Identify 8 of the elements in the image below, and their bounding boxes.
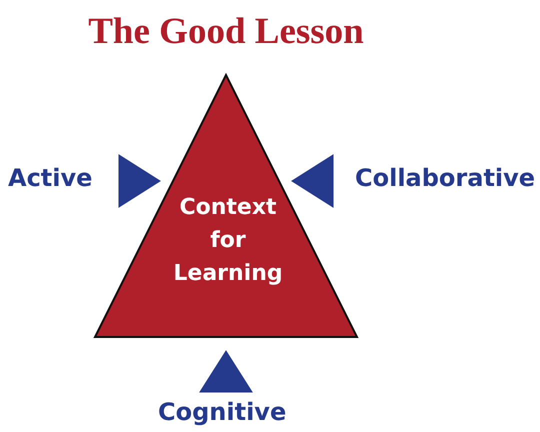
node-text: Context for Learning	[172, 194, 284, 288]
label-text: Cognitive	[158, 398, 286, 426]
label-text: Collaborative	[355, 164, 536, 192]
title: The Good Lesson	[87, 10, 365, 53]
arrow	[118, 154, 161, 208]
arrow	[291, 154, 334, 208]
arrow	[199, 350, 253, 392]
label-text: Active	[8, 164, 92, 192]
